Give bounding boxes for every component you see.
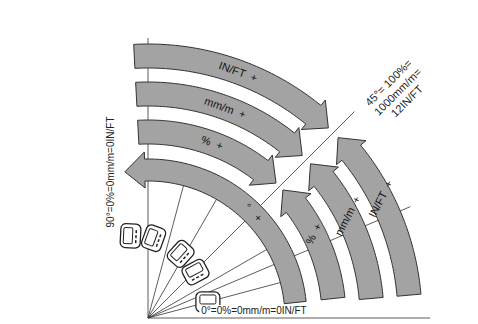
axis-value: 90°=0%=0mm/m=0IN/FT (105, 115, 117, 230)
device-icons (120, 223, 220, 312)
inclinometer-icon (120, 223, 141, 248)
scale-equivalence: 45°= 100%= 1000mm/m= 12IN/FT (362, 56, 433, 127)
radial-line (148, 197, 218, 318)
unit-label: % + (199, 133, 224, 153)
unit-label: mm/m + (332, 194, 363, 238)
icon-screen (144, 228, 158, 246)
unit-label: % + (303, 221, 325, 247)
icon-body (140, 223, 167, 252)
icon-screen (200, 295, 216, 304)
unit-label: IN/FT + (367, 178, 397, 219)
scale-arrows (125, 44, 421, 304)
icon-buttons (135, 229, 137, 243)
inclinometer-icon (140, 223, 167, 252)
inclinometer-icon (180, 258, 211, 287)
scale-arrow (125, 152, 306, 304)
icon-body (120, 223, 141, 248)
icon-body (180, 258, 211, 287)
icon-buttons (156, 233, 161, 246)
radial-line (148, 318, 430, 319)
axis-value: 0°=0%=0mm/m=0IN/FT (199, 305, 308, 317)
icon-buttons (180, 252, 189, 262)
unit-label: ° + (241, 201, 265, 225)
icon-buttons (192, 274, 204, 281)
unit-label: IN/FT + (217, 59, 259, 85)
scale-arrow (136, 82, 303, 157)
unit-label: mm/m + (202, 94, 247, 121)
icon-screen (123, 227, 133, 243)
